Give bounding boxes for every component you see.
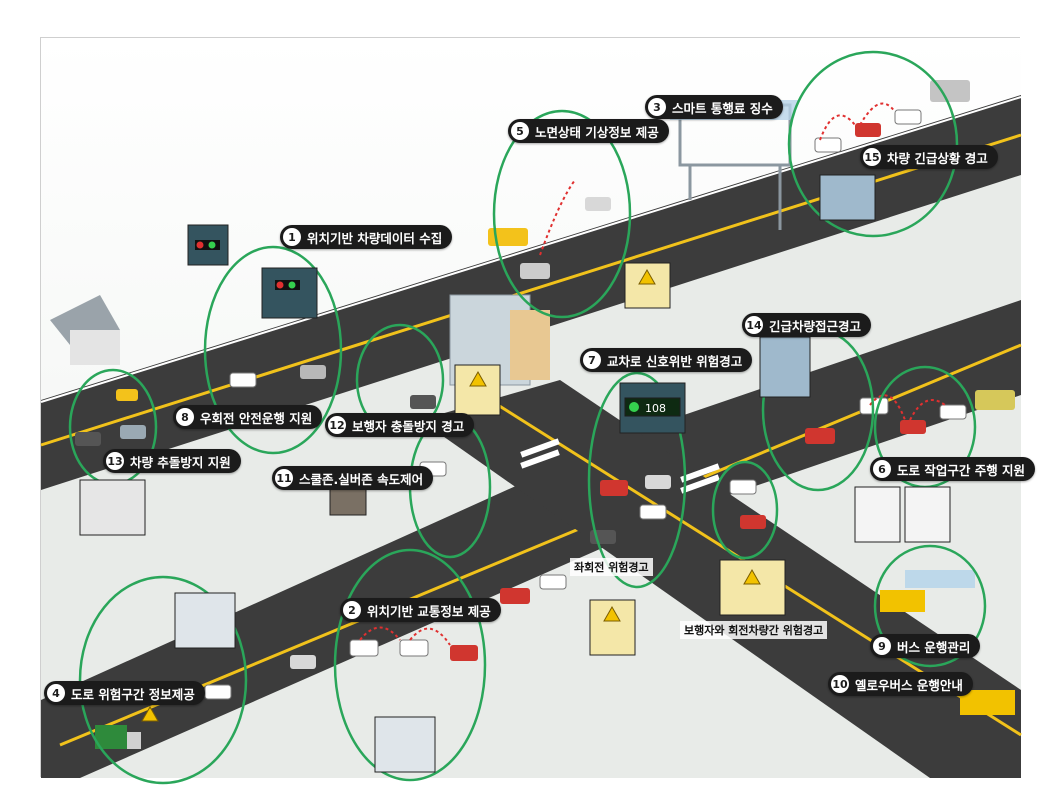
label-14-text: 긴급차량접근경고	[769, 318, 862, 334]
label-08-number: 8	[176, 408, 194, 426]
crosswalks	[520, 438, 720, 494]
label-01-number: 1	[283, 228, 301, 246]
label-03-toll: 3 스마트 통행료 징수	[645, 95, 783, 119]
label-06-number: 6	[873, 460, 891, 478]
label-10-yellow-bus: 10 옐로우버스 운행안내	[828, 672, 973, 696]
main-road-upper	[41, 95, 1021, 490]
label-08-text: 우회전 안전운행 지원	[200, 410, 313, 426]
frame-top-line	[40, 37, 1020, 38]
label-08-right-turn: 8 우회전 안전운행 지원	[173, 405, 323, 429]
label-02-text: 위치기반 교통정보 제공	[367, 603, 491, 619]
label-14-emergency-vehicle: 14 긴급차량접근경고	[742, 313, 872, 337]
label-03-number: 3	[648, 98, 666, 116]
label-13-number: 13	[106, 452, 124, 470]
label-07-number: 7	[583, 351, 601, 369]
signal-countdown: 108	[645, 402, 666, 415]
label-03-text: 스마트 통행료 징수	[672, 100, 773, 116]
truck	[95, 725, 141, 749]
label-14-number: 14	[745, 316, 763, 334]
label-12-text: 보행자 충돌방지 경고	[352, 418, 465, 434]
label-06-work-zone: 6 도로 작업구간 주행 지원	[870, 457, 1036, 481]
caption-pedestrian-turn: 보행자와 회전차량간 위험경고	[680, 621, 828, 639]
label-07-text: 교차로 신호위반 위험경고	[607, 353, 743, 369]
warning-triangles	[141, 268, 761, 722]
label-01-vehicle-data: 1 위치기반 차량데이터 수집	[280, 225, 453, 249]
label-11-school-zone: 11 스쿨존.실버존 속도제어	[272, 466, 434, 490]
label-15-vehicle-emergency: 15 차량 긴급상황 경고	[860, 145, 998, 169]
label-09-text: 버스 운행관리	[897, 639, 971, 655]
frame-left-line	[40, 37, 41, 777]
label-12-pedestrian: 12 보행자 충돌방지 경고	[325, 413, 475, 437]
signal-display: 108	[624, 397, 681, 417]
label-06-text: 도로 작업구간 주행 지원	[897, 462, 1026, 478]
communication-arcs	[359, 102, 946, 646]
label-09-bus-management: 9 버스 운행관리	[870, 634, 981, 658]
label-15-number: 15	[863, 148, 881, 166]
label-05-number: 5	[511, 122, 529, 140]
label-11-text: 스쿨존.실버존 속도제어	[299, 471, 424, 487]
main-road-lower	[41, 300, 1021, 778]
label-02-number: 2	[343, 601, 361, 619]
label-04-number: 4	[47, 684, 65, 702]
label-01-text: 위치기반 차량데이터 수집	[307, 230, 443, 246]
label-05-road-weather: 5 노면상태 기상정보 제공	[508, 119, 669, 143]
label-13-text: 차량 추돌방지 지원	[130, 454, 231, 470]
label-04-text: 도로 위험구간 정보제공	[71, 686, 195, 702]
label-05-text: 노면상태 기상정보 제공	[535, 124, 659, 140]
label-07-signal-violation: 7 교차로 신호위반 위험경고	[580, 348, 753, 372]
bus-stop	[880, 570, 1015, 715]
label-15-text: 차량 긴급상황 경고	[887, 150, 988, 166]
label-02-traffic-info: 2 위치기반 교통정보 제공	[340, 598, 501, 622]
label-12-number: 12	[328, 416, 346, 434]
label-13-collision: 13 차량 추돌방지 지원	[103, 449, 241, 473]
house-left	[50, 295, 120, 365]
label-04-danger-zone: 4 도로 위험구간 정보제공	[44, 681, 205, 705]
label-10-text: 옐로우버스 운행안내	[855, 677, 963, 693]
label-09-number: 9	[873, 637, 891, 655]
traffic-light-screens	[195, 240, 300, 290]
caption-left-turn: 좌회전 위험경고	[570, 558, 653, 576]
label-10-number: 10	[831, 675, 849, 693]
label-11-number: 11	[275, 469, 293, 487]
